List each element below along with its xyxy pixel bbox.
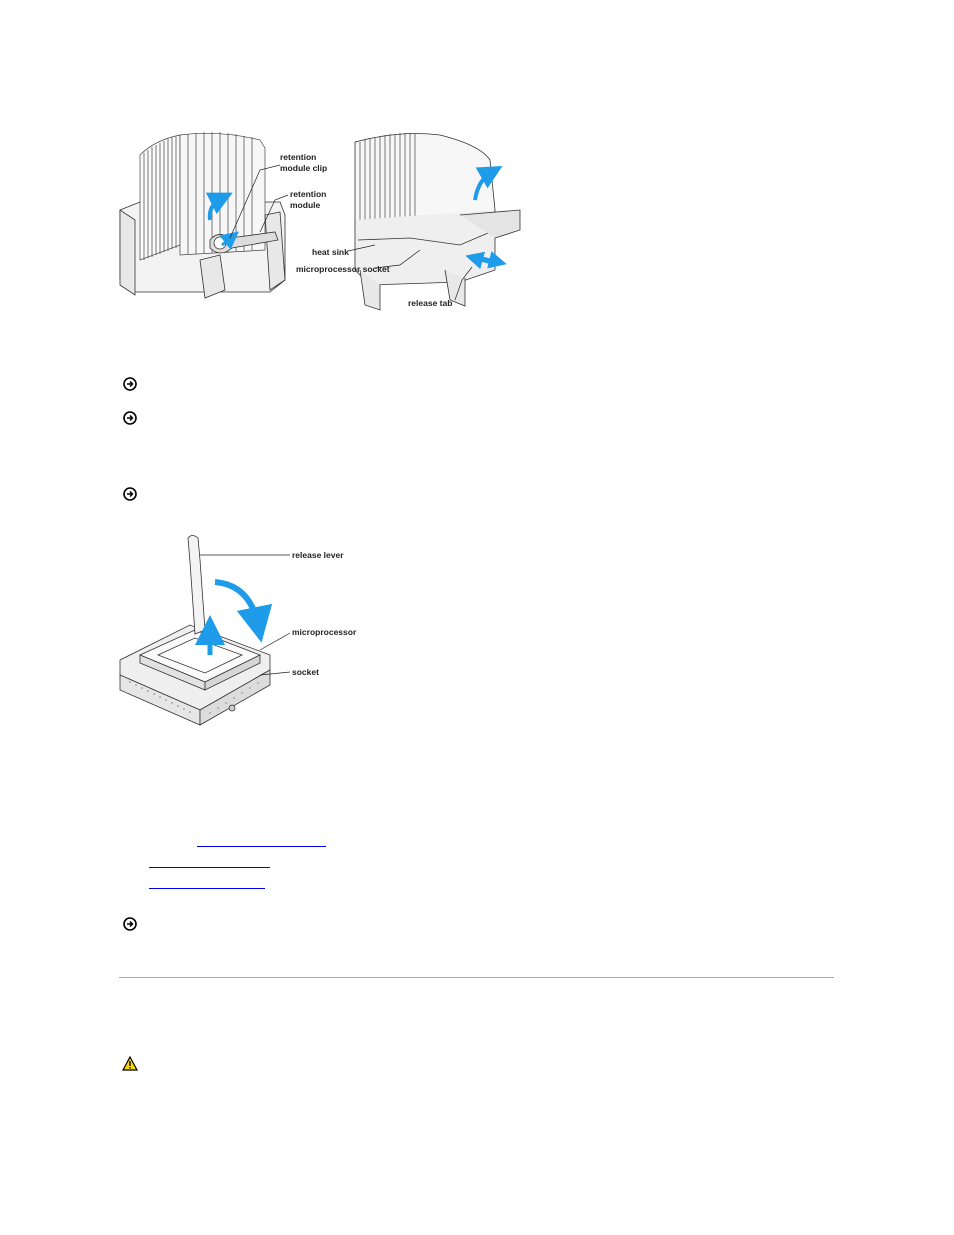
- notice-circle-arrow-icon: [123, 917, 137, 931]
- notice-circle-arrow-icon: [123, 487, 137, 501]
- label-release-tab: release tab: [408, 298, 453, 308]
- label-line: retention: [290, 189, 327, 199]
- processor-figure: release lever microprocessor socket: [110, 530, 370, 735]
- label-retention-module-clip: retention module clip: [280, 152, 327, 174]
- processor-illustration: [119, 535, 291, 726]
- heat-sink-illustration: [119, 132, 521, 311]
- label-microprocessor-socket: microprocessor socket: [296, 264, 390, 274]
- label-socket: socket: [292, 667, 319, 677]
- procedure-link-3[interactable]: [149, 888, 265, 889]
- label-heat-sink: heat sink: [312, 247, 349, 257]
- procedure-link-1[interactable]: [197, 846, 326, 847]
- right-heat-sink: [354, 133, 521, 311]
- label-retention-module: retention module: [290, 189, 326, 211]
- heat-sink-figure: retention module clip retention module h…: [100, 120, 540, 320]
- label-microprocessor: microprocessor: [292, 627, 357, 637]
- notice-circle-arrow-icon: [123, 377, 137, 391]
- notice-circle-arrow-icon: [123, 411, 137, 425]
- section-divider: [119, 977, 834, 978]
- left-heat-sink: [119, 132, 286, 299]
- label-release-lever: release lever: [292, 550, 344, 560]
- label-line: module: [290, 200, 321, 210]
- caution-triangle-icon: [122, 1056, 138, 1071]
- procedure-link-2[interactable]: [149, 867, 270, 868]
- label-line: retention: [280, 152, 317, 162]
- label-line: module clip: [280, 163, 328, 173]
